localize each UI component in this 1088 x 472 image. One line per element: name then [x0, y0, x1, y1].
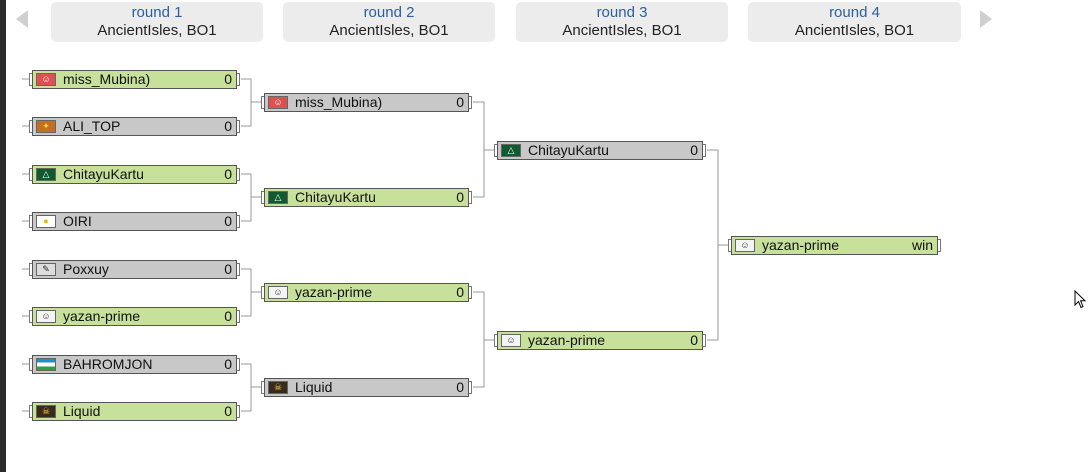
player-score: 0 — [456, 379, 464, 395]
player-score: 0 — [224, 71, 232, 87]
round-settings: AncientIsles, BO1 — [794, 22, 915, 39]
mouse-cursor-icon — [1074, 290, 1087, 309]
player-slot[interactable]: △ ChitayuKartu 0 — [497, 141, 703, 160]
player-slot[interactable]: ☺ yazan-prime 0 — [264, 283, 469, 302]
round-settings: AncientIsles, BO1 — [329, 22, 449, 39]
emblem-avatar-icon: ✦ — [36, 120, 56, 133]
pirate-avatar-icon: ☠ — [268, 381, 288, 394]
player-slot[interactable]: ☺ yazan-prime win — [731, 236, 938, 255]
player-slot[interactable]: ✎ Poxxuy 0 — [32, 260, 237, 279]
player-name[interactable]: miss_Mubina) — [63, 71, 151, 87]
green-logo-avatar-icon: △ — [268, 191, 288, 204]
player-slot[interactable]: BAHROMJON 0 — [32, 355, 237, 374]
round-header-1: round 1 AncientIsles, BO1 — [51, 2, 263, 42]
player-name[interactable]: yazan-prime — [295, 284, 373, 300]
pirate-avatar-icon: ☠ — [36, 405, 56, 418]
player-slot[interactable]: ☠ Liquid 0 — [264, 378, 469, 397]
round-title: round 2 — [363, 4, 415, 21]
face-avatar-icon: ☺ — [36, 73, 56, 86]
green-logo-avatar-icon: △ — [501, 144, 521, 157]
player-name[interactable]: Liquid — [63, 403, 101, 419]
player-slot[interactable]: △ ChitayuKartu 0 — [264, 188, 469, 207]
round-settings: AncientIsles, BO1 — [97, 22, 217, 39]
player-name[interactable]: ChitayuKartu — [295, 189, 376, 205]
green-logo-avatar-icon: △ — [36, 168, 56, 181]
player-slot[interactable]: ☺ miss_Mubina) 0 — [32, 70, 237, 89]
round-title: round 3 — [596, 4, 648, 21]
player-score: 0 — [456, 284, 464, 300]
player-slot[interactable]: ✦ ALI_TOP 0 — [32, 117, 237, 136]
player-name[interactable]: miss_Mubina) — [295, 94, 383, 110]
player-slot[interactable]: ☠ Liquid 0 — [32, 402, 237, 421]
round-header-2: round 2 AncientIsles, BO1 — [283, 2, 495, 42]
duck-avatar-icon: ● — [36, 215, 56, 228]
player-score: win — [911, 237, 933, 253]
player-name[interactable]: ChitayuKartu — [528, 142, 609, 158]
window-edge — [0, 0, 6, 472]
smiley-avatar-icon: ☺ — [501, 334, 521, 347]
round-title: round 1 — [131, 4, 183, 21]
player-score: 0 — [456, 94, 464, 110]
player-slot[interactable]: ☺ yazan-prime 0 — [497, 331, 703, 350]
player-name[interactable]: ChitayuKartu — [63, 166, 144, 182]
player-name[interactable]: BAHROMJON — [63, 356, 153, 372]
player-name[interactable]: OIRI — [63, 213, 92, 229]
player-slot[interactable]: ☺ yazan-prime 0 — [32, 307, 237, 326]
player-slot[interactable]: ● OIRI 0 — [32, 212, 237, 231]
player-score: 0 — [224, 261, 232, 277]
player-name[interactable]: yazan-prime — [528, 332, 606, 348]
smiley-avatar-icon: ☺ — [36, 310, 56, 323]
smiley-avatar-icon: ☺ — [735, 239, 755, 252]
player-name[interactable]: yazan-prime — [762, 237, 840, 253]
round-header-3: round 3 AncientIsles, BO1 — [516, 2, 728, 42]
smiley-avatar-icon: ☺ — [268, 286, 288, 299]
player-slot[interactable]: △ ChitayuKartu 0 — [32, 165, 237, 184]
player-name[interactable]: Poxxuy — [63, 261, 109, 277]
player-name[interactable]: ALI_TOP — [63, 118, 121, 134]
arrow-right-icon[interactable] — [980, 10, 992, 28]
uzbekistan-flag-icon — [36, 358, 56, 371]
arrow-left-icon[interactable] — [16, 10, 28, 28]
player-score: 0 — [690, 332, 698, 348]
player-score: 0 — [224, 403, 232, 419]
player-score: 0 — [224, 166, 232, 182]
round-settings: AncientIsles, BO1 — [562, 22, 682, 39]
sketch-avatar-icon: ✎ — [36, 263, 56, 276]
player-score: 0 — [224, 118, 232, 134]
round-title: round 4 — [829, 4, 880, 21]
player-name[interactable]: yazan-prime — [63, 308, 141, 324]
player-score: 0 — [690, 142, 698, 158]
face-avatar-icon: ☺ — [268, 96, 288, 109]
player-slot[interactable]: ☺ miss_Mubina) 0 — [264, 93, 469, 112]
player-score: 0 — [456, 189, 464, 205]
player-score: 0 — [224, 356, 232, 372]
player-name[interactable]: Liquid — [295, 379, 333, 395]
round-header-4: round 4 AncientIsles, BO1 — [748, 2, 961, 42]
player-score: 0 — [224, 213, 232, 229]
player-score: 0 — [224, 308, 232, 324]
